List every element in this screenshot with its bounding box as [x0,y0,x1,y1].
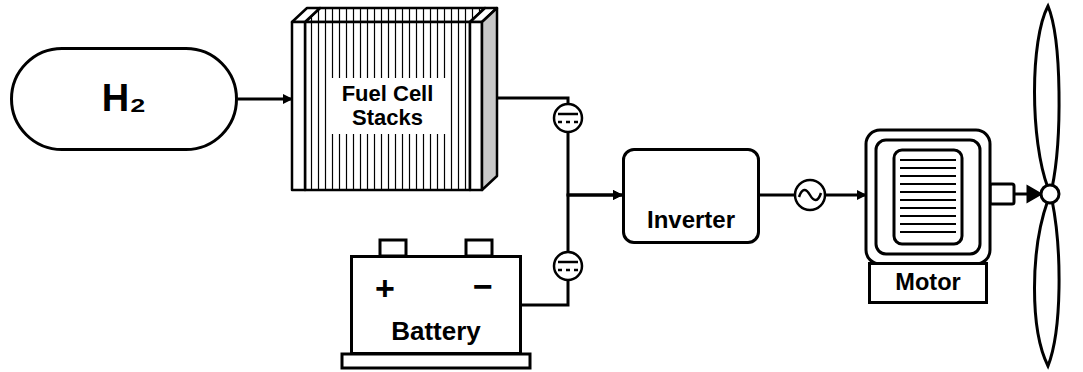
node-label: Fuel Cell Stacks [330,78,446,134]
tank-box: H₂ [10,47,238,151]
motor-box: Motor [866,130,990,304]
node-label: − [473,268,493,305]
connector [238,98,292,101]
node-label: Battery [391,317,481,346]
node-label: Motor [868,262,988,304]
ac-symbol [795,180,825,210]
connector [497,98,622,195]
node-label: H₂ [102,78,146,120]
motor-drawing [866,130,1014,264]
node-label: Inverter [647,207,735,233]
inverter-box: Inverter [622,148,760,244]
node-label: + [375,270,395,307]
connector [522,195,622,305]
dc-symbol [554,104,582,132]
propeller-drawing [1014,6,1059,366]
fuel-cell-box: Fuel Cell Stacks [305,22,470,190]
fuel-cell-drawing [292,8,497,190]
battery-drawing [342,240,530,368]
dc-symbol [554,252,582,280]
battery-box: + − Battery [350,255,522,355]
